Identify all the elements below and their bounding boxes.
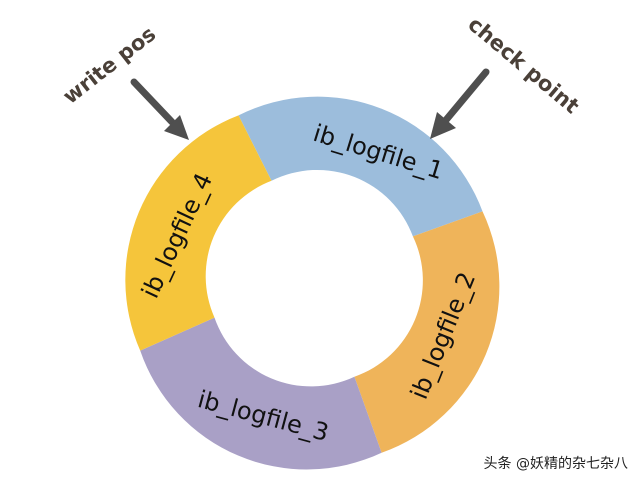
segment-ib-logfile-1 bbox=[238, 96, 483, 237]
segment-ib-logfile-2 bbox=[354, 211, 500, 453]
watermark: 头条 @妖精的杂七杂八 bbox=[484, 455, 628, 472]
segment-ib-logfile-3 bbox=[140, 317, 382, 470]
check-point-arrow-icon bbox=[430, 68, 490, 139]
check-point-label: check point bbox=[463, 12, 583, 118]
segment-ib-logfile-4 bbox=[125, 115, 272, 351]
write-pos-arrow-icon bbox=[130, 78, 189, 140]
